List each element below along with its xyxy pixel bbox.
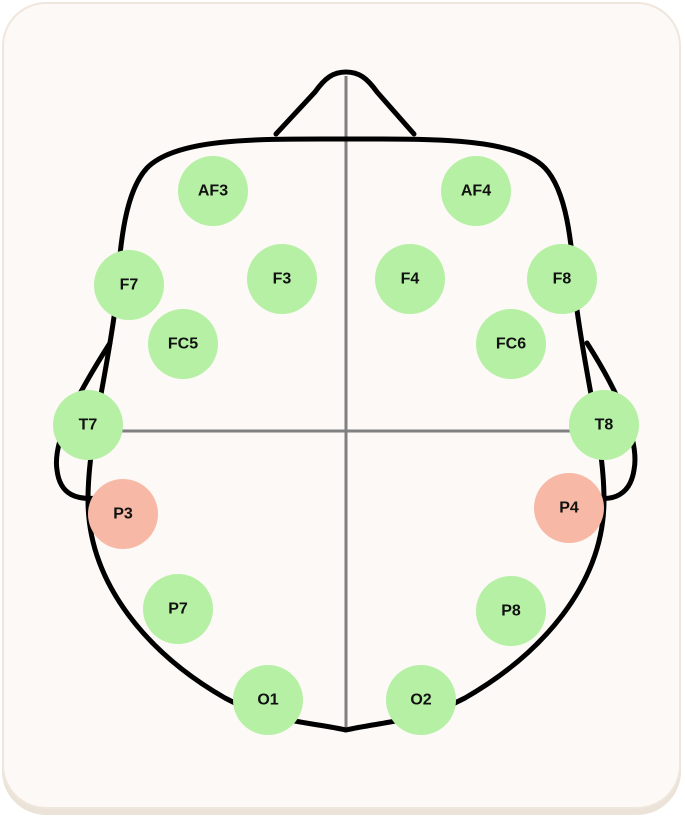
electrode-label-af3: AF3: [198, 183, 228, 200]
electrode-label-p4: P4: [559, 500, 579, 517]
electrode-p4[interactable]: P4: [534, 473, 604, 543]
electrode-p3[interactable]: P3: [88, 479, 158, 549]
electrode-label-f8: F8: [553, 271, 572, 288]
electrode-label-fc6: FC6: [496, 336, 526, 353]
electrode-label-af4: AF4: [461, 183, 491, 200]
electrode-label-t7: T7: [79, 417, 98, 434]
electrode-label-o1: O1: [257, 692, 278, 709]
electrode-label-f3: F3: [273, 271, 292, 288]
electrode-t8[interactable]: T8: [569, 390, 639, 460]
electrode-label-p3: P3: [113, 506, 133, 523]
electrode-label-f7: F7: [120, 277, 139, 294]
electrode-t7[interactable]: T7: [53, 390, 123, 460]
electrode-o2[interactable]: O2: [386, 665, 456, 735]
electrode-o1[interactable]: O1: [233, 665, 303, 735]
electrode-fc5[interactable]: FC5: [148, 309, 218, 379]
electrode-f3[interactable]: F3: [247, 244, 317, 314]
electrode-f4[interactable]: F4: [375, 244, 445, 314]
electrode-af3[interactable]: AF3: [178, 156, 248, 226]
electrode-label-o2: O2: [410, 692, 431, 709]
electrode-p7[interactable]: P7: [143, 574, 213, 644]
electrode-fc6[interactable]: FC6: [476, 309, 546, 379]
electrode-label-t8: T8: [595, 417, 614, 434]
electrode-label-p7: P7: [168, 601, 188, 618]
electrode-label-f4: F4: [401, 271, 420, 288]
electrode-f8[interactable]: F8: [527, 244, 597, 314]
electrode-af4[interactable]: AF4: [441, 156, 511, 226]
electrode-f7[interactable]: F7: [94, 250, 164, 320]
electrode-label-p8: P8: [501, 603, 521, 620]
electrode-label-fc5: FC5: [168, 336, 198, 353]
electrode-p8[interactable]: P8: [476, 576, 546, 646]
